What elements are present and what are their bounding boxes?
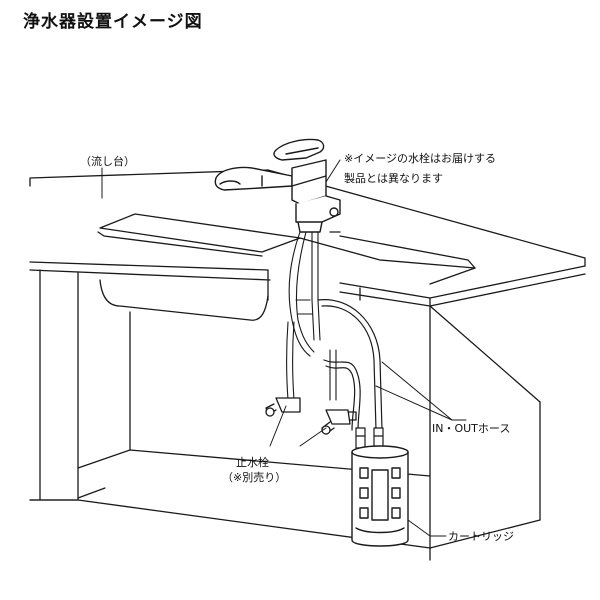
hose-connectors bbox=[355, 427, 384, 449]
shutoff-valve-left bbox=[265, 397, 301, 417]
sink-basin bbox=[97, 213, 476, 321]
cartridge-label: カートリッジ bbox=[448, 530, 514, 543]
shutoff-valve-right bbox=[321, 409, 357, 435]
countertop bbox=[29, 169, 586, 307]
supply-pipes bbox=[285, 231, 337, 401]
faucet-note-line2: 製品とは異なります bbox=[344, 171, 443, 185]
cabinet bbox=[29, 269, 541, 561]
valve-label-line1: 止水栓 bbox=[236, 455, 269, 469]
page-title: 浄水器設置イメージ図 bbox=[23, 12, 203, 32]
valve-label-line2: （※別売り） bbox=[222, 471, 286, 484]
sink-counter-label: （流し台） bbox=[80, 154, 135, 168]
cartridge bbox=[351, 445, 409, 547]
hoses-label: IN・OUTホース bbox=[432, 422, 510, 435]
faucet-note-line1: ※イメージの水栓はお届けする bbox=[344, 151, 496, 165]
leader-lines bbox=[101, 159, 467, 537]
faucet bbox=[214, 138, 341, 233]
in-out-hoses bbox=[317, 299, 383, 431]
